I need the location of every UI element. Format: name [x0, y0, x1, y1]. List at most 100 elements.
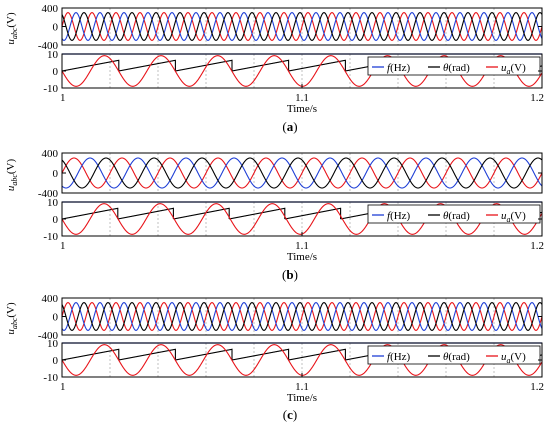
top-y-tick-label: 0	[53, 22, 59, 34]
x-tick-label: 1	[60, 92, 66, 104]
y-label-unit: (V)	[5, 12, 17, 28]
legend-unit: (Hz)	[390, 62, 410, 74]
y-label-symbol: u	[5, 329, 17, 335]
caption-open: (	[282, 119, 286, 134]
y-label-subscript: abc	[10, 27, 19, 39]
caption-close: )	[293, 407, 297, 422]
legend-label-f: f(Hz)	[387, 210, 411, 222]
caption-close: )	[293, 119, 297, 134]
top-y-tick-label: -400	[38, 40, 59, 52]
legend-unit: (rad)	[448, 62, 470, 74]
panel-caption: (c)	[283, 407, 297, 422]
bottom-y-tick-label: 0	[53, 355, 59, 367]
series-ub	[61, 12, 543, 41]
legend-label-ua: ua(V)	[501, 351, 526, 365]
top-y-tick-label: 400	[42, 3, 59, 15]
series-ub	[61, 157, 543, 189]
top-y-tick-label: 400	[42, 148, 59, 160]
legend-unit: (Hz)	[390, 210, 410, 222]
legend-symbol: u	[501, 62, 507, 74]
legend-subscript: a	[507, 215, 511, 224]
caption-close: )	[294, 267, 298, 282]
bottom-y-tick-label: -10	[43, 83, 58, 95]
y-label-subscript: abc	[10, 174, 19, 186]
legend-subscript: a	[507, 67, 511, 76]
series-uc	[61, 302, 543, 331]
legend-symbol: f	[387, 62, 392, 74]
legend-symbol: f	[387, 210, 392, 222]
x-tick-label: 1.2	[530, 92, 544, 104]
legend-label-ua: ua(V)	[501, 62, 526, 76]
caption-letter: b	[286, 267, 293, 282]
panel-caption: (b)	[282, 267, 298, 282]
y-axis-label: uabc(V)	[5, 159, 19, 192]
series-uc	[61, 157, 543, 189]
x-tick-label: 1.2	[530, 240, 544, 252]
panel-caption: (a)	[282, 119, 297, 134]
legend-label-f: f(Hz)	[387, 62, 411, 74]
legend-symbol: θ	[443, 62, 449, 74]
series-ua	[61, 157, 543, 189]
x-tick-label: 1.1	[295, 381, 309, 393]
bottom-y-tick-label: -10	[43, 372, 58, 384]
y-label-unit: (V)	[5, 302, 17, 318]
legend-symbol: θ	[443, 210, 449, 222]
top-y-tick-label: -400	[38, 330, 59, 342]
x-tick-label: 1	[60, 240, 66, 252]
y-label-symbol: u	[5, 185, 17, 191]
y-label-symbol: u	[5, 39, 17, 45]
caption-open: (	[282, 267, 286, 282]
legend-unit: (rad)	[448, 210, 470, 222]
legend-symbol: u	[501, 210, 507, 222]
bottom-y-tick-label: 10	[47, 338, 59, 350]
top-y-tick-label: 400	[42, 293, 59, 305]
x-axis-label: Time/s	[287, 392, 317, 404]
legend-box	[367, 56, 541, 76]
legend-symbol: u	[501, 351, 507, 363]
legend-box	[367, 204, 541, 224]
top-y-tick-label: 0	[53, 168, 59, 180]
legend-unit: (rad)	[448, 351, 470, 363]
caption-letter: c	[287, 407, 293, 422]
y-label-unit: (V)	[5, 159, 17, 175]
x-axis-label: Time/s	[287, 251, 317, 263]
y-axis-label: uabc(V)	[5, 302, 19, 335]
legend-unit: (V)	[511, 351, 527, 363]
top-y-tick-label: 0	[53, 312, 59, 324]
series-ub	[61, 302, 543, 331]
legend-symbol: θ	[443, 351, 449, 363]
bottom-y-tick-label: 0	[53, 214, 59, 226]
legend-unit: (V)	[511, 62, 527, 74]
legend-label-f: f(Hz)	[387, 351, 411, 363]
legend-label-theta: θ(rad)	[443, 62, 470, 74]
y-label-subscript: abc	[10, 317, 19, 329]
series-ua	[61, 302, 543, 331]
series-ua	[61, 12, 543, 41]
bottom-y-tick-label: 0	[53, 66, 59, 78]
y-axis-label: uabc(V)	[5, 12, 19, 45]
x-tick-label: 1	[60, 381, 66, 393]
x-tick-label: 1.2	[530, 381, 544, 393]
legend-unit: (V)	[511, 210, 527, 222]
legend-label-ua: ua(V)	[501, 210, 526, 224]
legend-subscript: a	[507, 356, 511, 365]
x-tick-label: 1.1	[295, 240, 309, 252]
bottom-y-tick-label: -10	[43, 231, 58, 243]
bottom-y-tick-label: 10	[47, 197, 59, 209]
caption-letter: a	[287, 119, 294, 134]
x-tick-label: 1.1	[295, 92, 309, 104]
x-axis-label: Time/s	[287, 103, 317, 115]
caption-open: (	[283, 407, 287, 422]
series-uc	[61, 12, 543, 41]
legend-unit: (Hz)	[390, 351, 410, 363]
legend-symbol: f	[387, 351, 392, 363]
legend-label-theta: θ(rad)	[443, 210, 470, 222]
legend-box	[367, 345, 541, 365]
top-y-tick-label: -400	[38, 188, 59, 200]
legend-label-theta: θ(rad)	[443, 351, 470, 363]
bottom-y-tick-label: 10	[47, 49, 59, 61]
